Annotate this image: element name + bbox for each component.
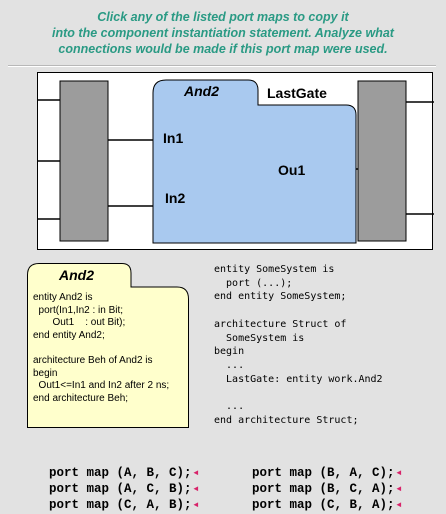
pointer-arrow-icon: ◄ (396, 469, 402, 478)
card-shape (27, 263, 189, 428)
card-code-line: port(In1,In2 : in Bit; (33, 304, 124, 316)
instruction-line-1: Click any of the listed port maps to cop… (97, 10, 349, 24)
code-line: architecture Struct of (214, 318, 347, 330)
port-map-text: port map (B, C, A); (252, 482, 395, 496)
card-code-line: Out1 : out Bit); (33, 317, 126, 329)
code-line (214, 386, 383, 400)
port-map-option-bac[interactable]: port map (B, A, C);◄ (237, 448, 401, 482)
port-map-option-acb[interactable]: port map (A, C, B);◄ (34, 464, 198, 498)
component-name-label: And2 (184, 83, 219, 99)
separator (8, 65, 436, 67)
circuit-diagram: And2 LastGate In1 In2 Ou1 (37, 72, 434, 250)
port-map-text: port map (A, B, C); (49, 466, 192, 480)
pointer-arrow-icon: ◄ (193, 469, 199, 478)
card-code-line: architecture Beh of And2 is (33, 354, 153, 366)
code-line: begin (214, 346, 245, 358)
pointer-arrow-icon: ◄ (396, 485, 402, 494)
port-map-option-cba[interactable]: port map (C, B, A);◄ (237, 480, 401, 514)
port-map-text: port map (B, A, C); (252, 466, 395, 480)
instructions: Click any of the listed port maps to cop… (8, 9, 438, 57)
pointer-arrow-icon: ◄ (193, 485, 199, 494)
code-line: ... (214, 401, 245, 413)
code-line: port (...); (214, 277, 293, 289)
port-map-text: port map (A, C, B); (49, 482, 192, 496)
in2-port-label: In2 (165, 190, 186, 206)
and2-vhdl-code: entity And2 is port(In1,In2 : in Bit; Ou… (33, 292, 189, 405)
card-code-line: Out1<=In1 and In2 after 2 ns; (33, 380, 170, 392)
code-line: entity SomeSystem is (214, 264, 335, 275)
system-vhdl-code: entity SomeSystem is port (...); end ent… (214, 263, 383, 427)
code-line: end architecture Struct; (214, 414, 359, 426)
diagram-graphics (38, 79, 434, 244)
port-map-option-bca[interactable]: port map (B, C, A);◄ (237, 464, 401, 498)
card-code-line: end entity And2; (33, 329, 105, 341)
instruction-line-3: connections would be made if this port m… (58, 42, 388, 56)
card-code-line: entity And2 is (33, 292, 93, 303)
instance-name-label: LastGate (267, 85, 327, 101)
code-line (214, 304, 383, 318)
port-map-text: port map (C, A, B); (49, 498, 192, 512)
code-line: SomeSystem is (214, 332, 305, 344)
code-line: ... (214, 359, 245, 371)
and2-component-block (152, 79, 357, 244)
in1-port-label: In1 (163, 130, 184, 146)
pointer-arrow-icon: ◄ (396, 501, 402, 510)
out1-port-label: Ou1 (278, 162, 306, 178)
and2-entity-card: And2 entity And2 is port(In1,In2 : in Bi… (27, 263, 189, 428)
code-line: end entity SomeSystem; (214, 291, 347, 303)
right-system-block (357, 80, 407, 242)
card-code-line: end architecture Beh; (33, 392, 129, 404)
port-map-option-cab[interactable]: port map (C, A, B);◄ (34, 480, 198, 514)
port-map-option-abc[interactable]: port map (A, B, C);◄ (34, 448, 198, 482)
card-code-line (33, 342, 189, 355)
instantiation-statement: LastGate: entity work.And2 (214, 373, 383, 385)
instruction-line-2: into the component instantiation stateme… (52, 26, 394, 40)
card-title: And2 (59, 267, 94, 283)
pointer-arrow-icon: ◄ (193, 501, 199, 510)
card-code-line: begin (33, 367, 58, 379)
left-system-block (59, 80, 109, 242)
port-map-text: port map (C, B, A); (252, 498, 395, 512)
